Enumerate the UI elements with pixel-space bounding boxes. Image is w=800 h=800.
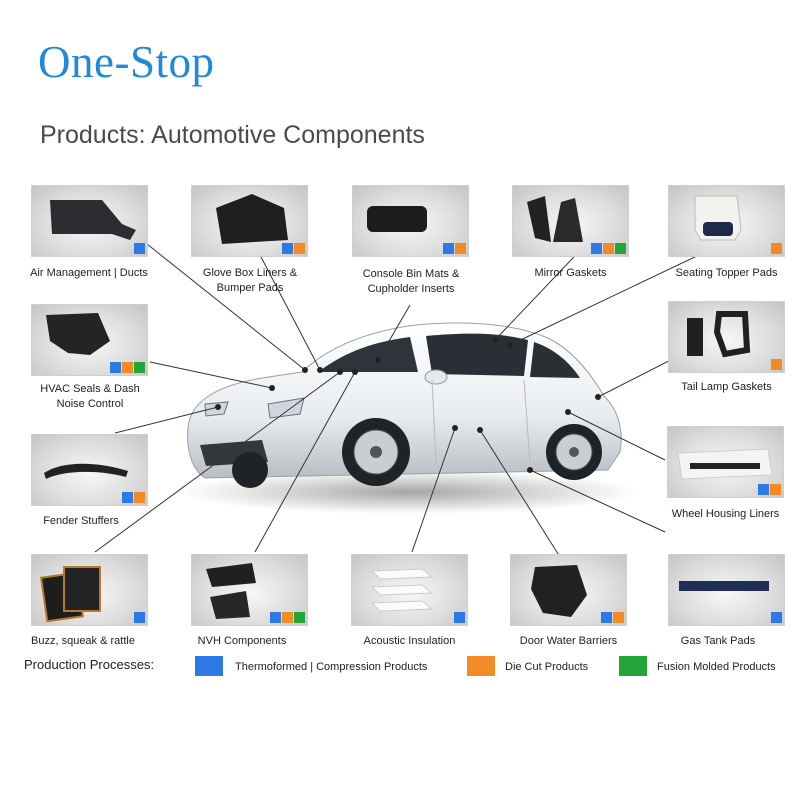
swatch-thermoformed — [454, 612, 465, 623]
seal-icon — [46, 313, 110, 355]
swatch-die-cut — [613, 612, 624, 623]
process-swatches — [270, 612, 305, 623]
swatch-die-cut — [770, 484, 781, 495]
process-swatches — [282, 243, 305, 254]
product-acoustic-label: Acoustic Insulation — [363, 635, 456, 647]
product-gastank-thumbnail — [668, 554, 785, 626]
product-hvac-thumbnail — [31, 304, 148, 376]
swatch-thermoformed — [443, 243, 454, 254]
process-swatches — [758, 484, 781, 495]
barrier-icon — [531, 565, 587, 617]
product-wheel-label: Wheel Housing Liners — [671, 508, 780, 520]
swatch-thermoformed — [134, 612, 145, 623]
swatch-thermoformed — [601, 612, 612, 623]
product-glove-label: Glove Box Liners & Bumper Pads — [202, 267, 298, 294]
pad-icon — [39, 566, 101, 623]
process-swatches — [771, 359, 782, 370]
product-air-thumbnail — [31, 185, 148, 257]
process-swatches — [110, 362, 145, 373]
swatch-die-cut — [134, 492, 145, 503]
product-mirror-thumbnail — [512, 185, 629, 257]
product-nvh-thumbnail — [191, 554, 308, 626]
tank-pad-icon — [679, 581, 769, 591]
swatch-die-cut — [455, 243, 466, 254]
swatch-die-cut — [282, 612, 293, 623]
duct-icon — [50, 200, 136, 240]
process-swatches — [591, 243, 626, 254]
stuffer-icon — [44, 463, 128, 479]
process-swatches — [601, 612, 624, 623]
product-seating-label: Seating Topper Pads — [675, 267, 778, 279]
connector-dots — [215, 337, 601, 473]
product-console-label: Console Bin Mats & Cupholder Inserts — [362, 268, 460, 295]
product-wheel-thumbnail — [667, 426, 784, 498]
legend-swatch-die-cut — [467, 656, 495, 676]
swatch-fusion — [615, 243, 626, 254]
one-stop-logo: One-Stop — [38, 37, 215, 87]
legend-label-fusion: Fusion Molded Products — [657, 661, 776, 673]
swatch-thermoformed — [110, 362, 121, 373]
page-title: Products: Automotive Components — [40, 121, 425, 149]
process-swatches — [771, 612, 782, 623]
legend-swatch-fusion — [619, 656, 647, 676]
product-buzz-label: Buzz, squeak & rattle — [31, 635, 135, 647]
legend-label-die-cut: Die Cut Products — [505, 661, 589, 673]
mat-icon — [367, 206, 427, 232]
product-door-label: Door Water Barriers — [519, 635, 618, 647]
product-glove-thumbnail — [191, 185, 308, 257]
product-seating-thumbnail — [668, 185, 785, 257]
process-swatches — [134, 612, 145, 623]
process-swatches — [454, 612, 465, 623]
product-taillamp-thumbnail — [668, 301, 785, 373]
swatch-die-cut — [122, 362, 133, 373]
product-nvh-label: NVH Components — [197, 635, 287, 647]
swatch-thermoformed — [270, 612, 281, 623]
car-illustration — [180, 322, 640, 514]
legend-swatch-thermoformed — [195, 656, 223, 676]
product-taillamp-label: Tail Lamp Gaskets — [681, 381, 772, 393]
product-air-label: Air Management | Ducts — [30, 267, 148, 279]
gasket-icon — [527, 196, 583, 242]
product-console-thumbnail — [352, 185, 469, 257]
insulation-icon — [370, 568, 434, 612]
legend-title: Production Processes: — [24, 657, 155, 672]
liner-icon — [216, 194, 288, 244]
process-swatches — [771, 243, 782, 254]
wheel-liner-icon — [677, 448, 773, 480]
product-fender-thumbnail — [31, 434, 148, 506]
product-door-thumbnail — [510, 554, 627, 626]
swatch-fusion — [134, 362, 145, 373]
swatch-thermoformed — [771, 612, 782, 623]
swatch-die-cut — [603, 243, 614, 254]
legend-label-thermoformed: Thermoformed | Compression Products — [235, 661, 428, 673]
product-hvac-label: HVAC Seals & Dash Noise Control — [40, 383, 140, 410]
swatch-die-cut — [771, 243, 782, 254]
product-gastank-label: Gas Tank Pads — [680, 635, 756, 647]
process-swatches — [134, 243, 145, 254]
swatch-die-cut — [771, 359, 782, 370]
swatch-thermoformed — [282, 243, 293, 254]
product-acoustic-thumbnail — [351, 554, 468, 626]
process-swatches — [443, 243, 466, 254]
swatch-die-cut — [294, 243, 305, 254]
process-swatches — [122, 492, 145, 503]
lamp-gasket-icon — [687, 311, 751, 358]
swatch-thermoformed — [134, 243, 145, 254]
product-buzz-thumbnail — [31, 554, 148, 626]
product-mirror-label: Mirror Gaskets — [534, 267, 607, 279]
product-fender-label: Fender Stuffers — [43, 515, 119, 527]
swatch-thermoformed — [122, 492, 133, 503]
seat-pad-icon — [694, 195, 742, 241]
nvh-part-icon — [206, 563, 256, 619]
swatch-fusion — [294, 612, 305, 623]
swatch-thermoformed — [591, 243, 602, 254]
swatch-thermoformed — [758, 484, 769, 495]
